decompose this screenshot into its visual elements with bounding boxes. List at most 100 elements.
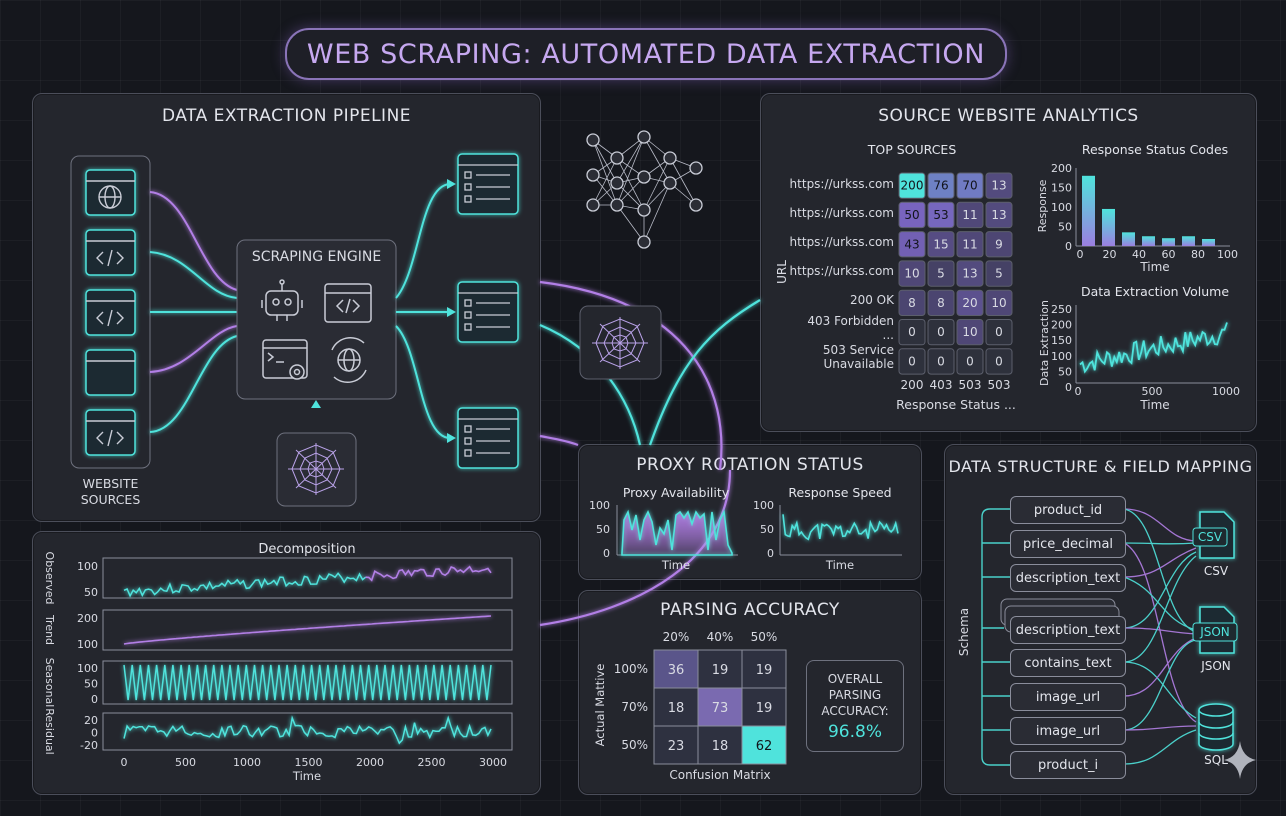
- heatmap-cell: [898, 172, 926, 199]
- decomposition-row-label: Residual: [43, 708, 56, 754]
- heatmap-cell: [898, 289, 926, 317]
- volume-ytick: 50: [1058, 365, 1072, 378]
- volume-chart-ylabel: Data Extraction: [1038, 300, 1051, 386]
- status-bar: [1082, 175, 1095, 246]
- decomposition-line-purple: [123, 615, 492, 645]
- status-chart-title: Response Status Codes: [1082, 142, 1228, 157]
- heatmap-row-label: https://urkss.com: [790, 264, 894, 278]
- field-box[interactable]: description_text: [1010, 564, 1126, 592]
- engine-label: SCRAPING ENGINE: [251, 249, 382, 265]
- status-xtick: 100: [1217, 248, 1238, 261]
- document-list-icon: [457, 281, 519, 343]
- heatmap-cell: [927, 348, 955, 375]
- availability-ytick: 100: [589, 499, 610, 512]
- confusion-cell: [653, 687, 699, 727]
- field-box[interactable]: price_decimal: [1010, 530, 1126, 558]
- decomposition-line-cyan: [123, 572, 367, 598]
- decomposition-line-purple: [365, 565, 492, 582]
- status-ytick: 100: [1051, 201, 1072, 214]
- heatmap-row-label: https://urkss.com: [790, 235, 894, 249]
- heatmap-col-label: 200: [901, 378, 924, 392]
- confusion-xlabel: Confusion Matrix: [669, 768, 770, 782]
- sql-label: SQL: [1204, 753, 1228, 767]
- heatmap-cell: [956, 289, 984, 317]
- field-box[interactable]: image_url: [1010, 683, 1126, 711]
- confusion-cell-value: 23: [668, 739, 685, 754]
- status-xtick: 60: [1162, 248, 1176, 261]
- heatmap-cell-value: 5: [937, 267, 945, 281]
- heatmap-cell-value: 10: [962, 325, 977, 339]
- parsing-title: PARSING ACCURACY: [660, 600, 840, 620]
- analytics-title: SOURCE WEBSITE ANALYTICS: [878, 106, 1139, 126]
- confusion-cell-value: 73: [712, 701, 729, 716]
- heatmap-cell: [956, 319, 984, 346]
- csv-file-icon: CSV CSV: [1192, 511, 1235, 578]
- status-bar: [1102, 208, 1115, 246]
- field-box[interactable]: description_text: [1010, 616, 1126, 644]
- robot-icon: [261, 279, 303, 321]
- source-browser-blank: [85, 349, 136, 396]
- heatmap-cell-value: 53: [933, 208, 948, 222]
- heatmap-cell: [898, 348, 926, 375]
- availability-xlabel: Time: [661, 558, 690, 572]
- heatmap-row-label: Unavailable: [823, 357, 894, 371]
- document-list-icon: [457, 407, 519, 469]
- accuracy-line2: PARSING: [828, 688, 882, 702]
- confusion-cell-value: 19: [712, 663, 729, 678]
- status-xtick: 20: [1103, 248, 1117, 261]
- status-bar: [1202, 238, 1215, 246]
- decomposition-ytick: 0: [91, 727, 98, 740]
- field-box[interactable]: product_i: [1010, 751, 1126, 779]
- decomposition-line-cyan: [123, 715, 492, 745]
- heatmap-cell-value: 13: [991, 208, 1006, 222]
- json-file-icon: JSON JSON: [1192, 606, 1238, 673]
- web-to-engine: [276, 400, 357, 507]
- heatmap-cell-value: 70: [962, 179, 977, 193]
- decomposition-row-box: [102, 609, 513, 651]
- field-box[interactable]: product_id: [1010, 496, 1126, 524]
- heatmap-col-label: 503: [959, 378, 982, 392]
- confusion-cell-value: 18: [712, 739, 729, 754]
- schema-label: Schema: [957, 608, 971, 656]
- field-box[interactable]: image_url: [1010, 717, 1126, 745]
- website-sources-label: WEBSITE SOURCES: [71, 476, 150, 508]
- terminal-gear-icon: [262, 339, 308, 380]
- heatmap-cell-value: 9: [995, 237, 1003, 251]
- pipeline-input-flows: [149, 191, 238, 433]
- status-ytick: 0: [1065, 240, 1072, 253]
- heatmap-cell: [927, 172, 955, 199]
- volume-ytick: 250: [1051, 303, 1072, 316]
- status-chart-ylabel: Response: [1036, 179, 1049, 232]
- field-box[interactable]: contains_text: [1010, 649, 1126, 677]
- volume-xtick: 1000: [1212, 385, 1240, 398]
- heatmap-row-label: ...: [883, 328, 894, 342]
- heatmap-cell-value: 11: [962, 208, 977, 222]
- availability-area: [621, 509, 733, 556]
- heatmap-cell: [898, 260, 926, 287]
- decomposition-ytick: 100: [77, 662, 98, 675]
- confusion-row-label: 50%: [621, 738, 648, 752]
- heatmap-cell-value: 0: [995, 325, 1003, 339]
- heatmap-cell-value: 15: [933, 237, 948, 251]
- heatmap-cell-value: 13: [962, 267, 977, 281]
- decomposition-line-cyan: [123, 664, 492, 701]
- code-icon: [96, 249, 124, 267]
- source-browser-code-3: [85, 409, 136, 456]
- database-icon: [1198, 703, 1234, 751]
- decomposition-row-box: [102, 712, 513, 751]
- proxy-title: PROXY ROTATION STATUS: [636, 455, 864, 475]
- heatmap-cell-value: 5: [995, 267, 1003, 281]
- decomposition-ytick: 50: [84, 678, 98, 691]
- heatmap-cell: [956, 348, 984, 375]
- decomposition-row-label: Trend: [43, 614, 56, 645]
- heatmap-cell: [956, 231, 984, 258]
- heatmap-row-label: 200 OK: [850, 293, 895, 307]
- heatmap-ylabel: URL: [775, 260, 789, 284]
- heatmap-xlabel: Response Status ...: [896, 397, 1016, 412]
- arc-purple-bottom: [539, 469, 732, 627]
- status-bar: [1162, 238, 1175, 246]
- decomposition-row-label: Seasonal: [43, 658, 56, 708]
